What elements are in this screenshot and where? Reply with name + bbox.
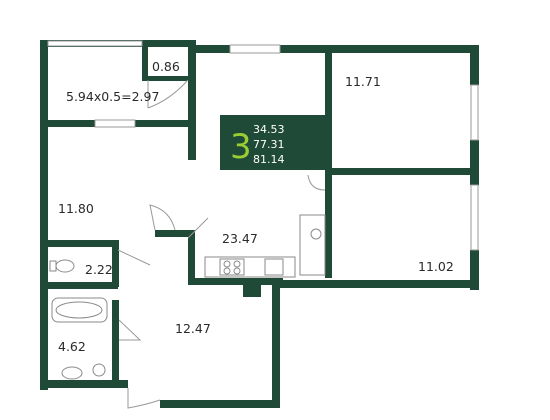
balcony-small-wall (142, 40, 148, 80)
badge-room-count: 3 (230, 127, 252, 167)
wall-loggia-bedroom-2 (135, 120, 195, 127)
outer-wall-bottom (160, 400, 280, 408)
room-count-badge: 3 34.53 77.31 81.14 (220, 115, 330, 170)
window-bedroom-top-right (470, 84, 479, 141)
outer-wall-left (40, 42, 48, 390)
outer-wall-top (188, 45, 478, 53)
interior-wall-vertical-left (188, 40, 196, 160)
room-label-balcony: 0.86 (152, 59, 180, 74)
door-balcony (147, 79, 189, 109)
room-label-hall: 12.47 (175, 321, 211, 336)
fixtures (49, 214, 326, 380)
wall-bedroom-hall (155, 230, 195, 237)
door-bedroom-left (149, 204, 176, 231)
toilet-icon (55, 259, 75, 273)
stove-icon (219, 258, 245, 276)
window-bedroom-left (94, 119, 136, 128)
window-living-top (229, 44, 281, 54)
burner-icon (233, 260, 241, 268)
door-bedroom-2 (307, 174, 326, 191)
room-label-bedroom-bottom-right: 11.02 (418, 259, 454, 274)
window-loggia (47, 40, 143, 47)
burner-icon (223, 267, 231, 275)
room-label-loggia: 5.94x0.5=2.97 (66, 89, 159, 104)
door-living (187, 217, 209, 239)
washer-icon (310, 228, 322, 240)
windows (47, 40, 479, 251)
washbasin-icon (61, 366, 83, 380)
toilet-tank-icon (49, 260, 57, 272)
room-labels: 0.86 5.94x0.5=2.97 11.71 11.80 23.47 2.2… (58, 59, 454, 354)
badge-background (220, 115, 330, 170)
wall-loggia-bedroom-1 (40, 120, 95, 127)
washing-machine-icon (92, 363, 106, 377)
wall-living-bottom (188, 278, 283, 285)
door-bath (118, 319, 142, 341)
badge-gross-area: 81.14 (253, 153, 285, 166)
outer-wall-right-1 (470, 45, 479, 85)
door-wc (117, 249, 151, 266)
outer-wall-right-3 (470, 250, 479, 290)
window-bedroom-bottom-right (470, 184, 479, 251)
badge-living-area: 34.53 (253, 123, 285, 136)
column (243, 285, 261, 297)
sink-icon (264, 258, 284, 276)
bathtub-inner-icon (55, 301, 103, 319)
wall-kitchen-left (188, 237, 195, 285)
kitchen-counter-side (299, 214, 326, 276)
kitchen-counter (204, 256, 296, 278)
wall-bath-right (112, 300, 119, 380)
balcony-small-bottom (142, 76, 190, 81)
room-label-bathroom: 4.62 (58, 339, 86, 354)
burner-icon (223, 260, 231, 268)
bathtub-icon (51, 297, 108, 323)
door-entry (127, 388, 161, 409)
wall-between-bedrooms (325, 168, 475, 175)
room-label-wc: 2.22 (85, 262, 113, 277)
room-label-living-kitchen: 23.47 (222, 231, 258, 246)
outer-wall-right-2 (470, 140, 479, 185)
outer-wall-bottom-left (40, 380, 128, 388)
walls (40, 40, 479, 408)
wall-bedroom-left-bottom (40, 240, 118, 247)
room-label-bedroom-left: 11.80 (58, 201, 94, 216)
burner-icon (233, 267, 241, 275)
wall-wc-right (112, 240, 119, 287)
wall-wc-bath (40, 282, 118, 289)
badge-total-area: 77.31 (253, 138, 285, 151)
outer-wall-bottom-right (278, 280, 478, 288)
wall-hall-right (272, 280, 280, 408)
room-label-bedroom-top-right: 11.71 (345, 74, 381, 89)
